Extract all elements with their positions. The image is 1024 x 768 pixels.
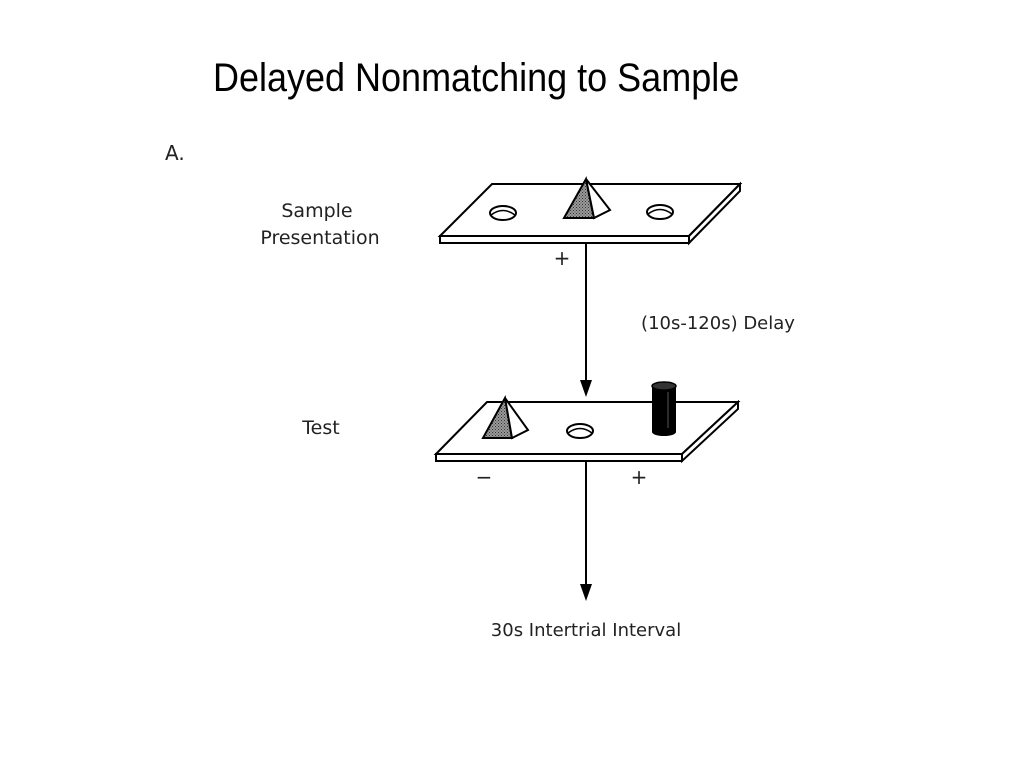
panel-label: A. (165, 141, 185, 165)
test-left-sign: − (476, 465, 493, 489)
down-arrow-icon (580, 461, 592, 601)
slide-title: Delayed Nonmatching to Sample (212, 56, 740, 100)
food-well-icon (566, 423, 594, 439)
sample-label-line2: Presentation (260, 227, 379, 249)
test-right-sign: + (631, 465, 648, 489)
sample-reward-sign: + (554, 246, 571, 270)
iti-label: 30s Intertrial Interval (491, 620, 681, 641)
pyramid-object-icon (562, 176, 612, 220)
food-well-icon (489, 205, 517, 221)
food-well-icon (646, 204, 674, 220)
cylinder-object-icon (651, 381, 677, 436)
delay-label: (10s-120s) Delay (641, 313, 795, 334)
test-label: Test (301, 417, 339, 439)
sample-label-line1: Sample (281, 200, 352, 222)
pyramid-object-icon (481, 395, 530, 440)
down-arrow-icon (580, 244, 592, 397)
